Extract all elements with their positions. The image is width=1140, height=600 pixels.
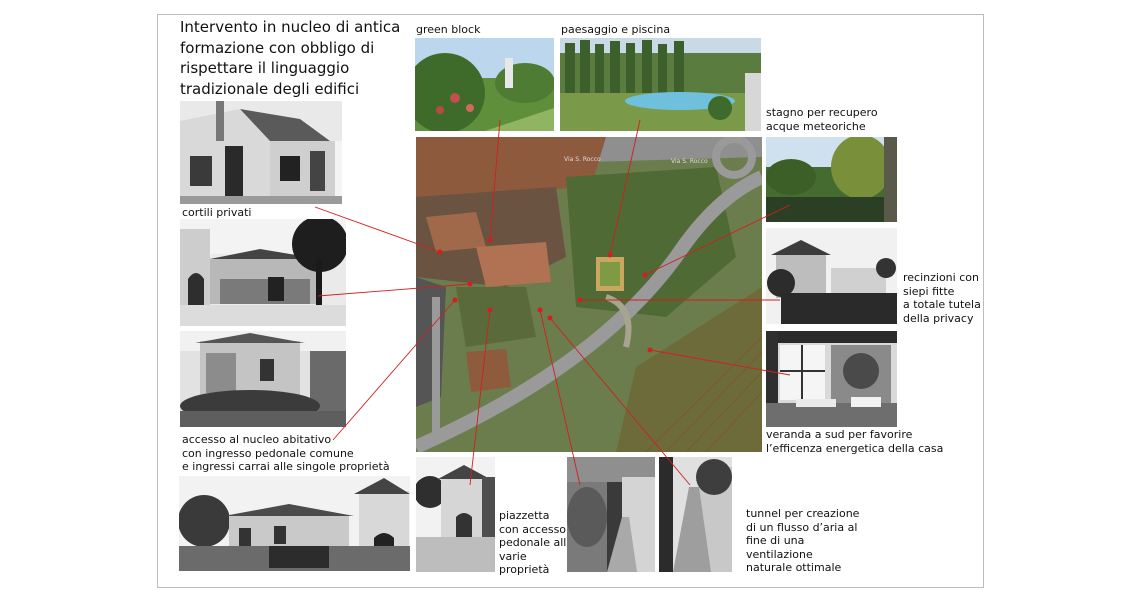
label-recinzioni: recinzioni con siepi fitte a totale tute… [903, 271, 981, 325]
label-line: pedonale alle [499, 536, 574, 549]
label-cortili-privati: cortili privati [182, 206, 252, 219]
label-line: ventilazione [746, 547, 813, 561]
label-line: siepi fitte [903, 284, 955, 298]
label-tunnel: tunnel per creazione di un flusso d’aria… [746, 507, 859, 575]
photo-hedges [766, 228, 897, 324]
label-line: a totale tutela [903, 298, 981, 311]
title-line: rispettare il linguaggio [180, 59, 350, 77]
photo-house-facade [180, 101, 342, 204]
label-line: e ingressi carrai alle singole proprietà [182, 460, 390, 473]
label-line: naturale ottimale [746, 561, 842, 574]
photo-pedestrian-access [180, 331, 346, 427]
label-stagno: stagno per recupero acque meteoriche [766, 106, 878, 133]
photo-piazzetta [416, 457, 495, 572]
label-accesso: accesso al nucleo abitativo con ingresso… [182, 433, 390, 474]
map-street-label: Via S. Rocco [671, 158, 708, 165]
label-line: recinzioni con [903, 271, 979, 284]
label-line: varie [499, 549, 527, 563]
aerial-map: Via S. Rocco Via S. Rocco [416, 137, 762, 452]
label-line: tunnel per creazione [746, 507, 860, 520]
label-line: stagno per recupero [766, 106, 878, 119]
photo-landscape-pool [560, 38, 761, 131]
title-line: tradizionale degli edifici [180, 79, 360, 98]
photo-private-courtyard [180, 219, 346, 326]
label-line: l’efficenza energetica della casa [766, 441, 944, 455]
label-line: fine di una [746, 534, 805, 547]
photo-green-block [415, 38, 554, 131]
label-green-block: green block [416, 23, 481, 36]
label-paesaggio-piscina: paesaggio e piscina [561, 23, 671, 36]
label-line: piazzetta [499, 509, 550, 522]
title-line: Intervento in nucleo di antica [180, 18, 401, 36]
label-line: veranda a sud per favorire [766, 428, 913, 441]
photo-veranda [766, 331, 897, 427]
label-line: acque meteoriche [766, 119, 866, 133]
map-street-label: Via S. Rocco [564, 156, 601, 163]
title-line: formazione con obbligo di [180, 38, 375, 57]
photo-pond [766, 137, 897, 222]
sheet-title: Intervento in nucleo di antica formazion… [180, 17, 400, 99]
label-line: di un flusso d’aria al [746, 520, 858, 534]
label-line: della privacy [903, 311, 974, 325]
photo-tunnel-1 [567, 457, 655, 572]
label-line: proprietà [499, 563, 550, 576]
label-veranda: veranda a sud per favorire l’efficenza e… [766, 428, 943, 455]
label-line: accesso al nucleo abitativo [182, 433, 332, 446]
photo-tunnel-2 [659, 457, 732, 572]
label-piazzetta: piazzetta con accesso pedonale alle vari… [499, 509, 573, 577]
label-line: con accesso [499, 522, 567, 536]
photo-houses-street [179, 476, 410, 571]
label-line: con ingresso pedonale comune [182, 446, 354, 460]
